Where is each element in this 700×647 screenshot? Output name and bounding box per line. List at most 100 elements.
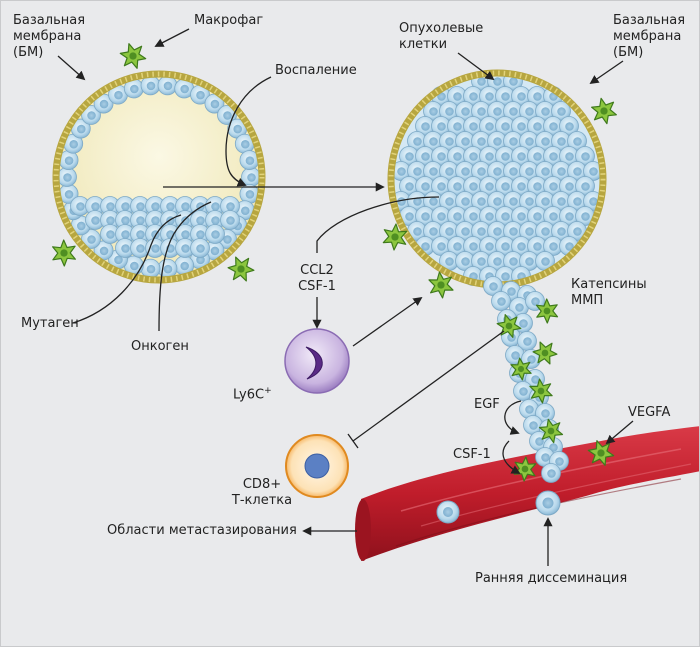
cell-nucleus [511,351,520,360]
cell-nucleus [397,167,406,176]
cell-nucleus [421,242,430,251]
macrophage-nucleus [505,322,513,330]
cell-nucleus [405,152,414,161]
cell-nucleus [76,202,85,211]
cell-nucleus [525,257,534,266]
cell-nucleus [541,409,550,418]
cell-nucleus [493,137,502,146]
cell-nucleus [469,152,478,161]
label-oncogene: Онкоген [131,339,189,354]
cell-nucleus [565,212,574,221]
cell-nucleus [146,264,156,274]
cell-nucleus [151,202,160,211]
cell-nucleus [517,122,526,131]
cell-nucleus [477,137,486,146]
cell-nucleus [121,244,130,253]
cd8-t-cell [285,434,349,498]
circulating-cells [436,490,561,524]
macrophage-nucleus [60,249,68,257]
cell-nucleus [477,107,486,116]
macrophage-nucleus [237,265,245,273]
arrow-oncogene [158,201,212,332]
cell-nucleus [477,167,486,176]
cell-nucleus [533,182,542,191]
macrophage-nucleus [537,387,545,395]
cell-nucleus [509,257,518,266]
cell-nucleus [589,197,598,206]
cell-nucleus [211,216,220,225]
cell-nucleus [573,197,582,206]
cell-nucleus [429,107,438,116]
cell-nucleus [501,92,510,101]
cell-nucleus [87,235,96,244]
label-ccl2-csf1: CCL2 CSF-1 [298,263,336,294]
cell-nucleus [517,242,526,251]
cell-nucleus [519,387,528,396]
cell-nucleus [421,152,430,161]
cell-nucleus [429,227,438,236]
cell-nucleus [453,152,462,161]
cell-nucleus [541,453,550,462]
cell-nucleus [493,227,502,236]
cell-nucleus [453,122,462,131]
cell-nucleus [210,246,220,256]
arrow-mutagen [72,214,182,324]
cell-nucleus [501,152,510,161]
cell-nucleus [547,469,556,478]
arrow-egf [504,400,522,435]
cell-nucleus [166,202,175,211]
cell-nucleus [509,137,518,146]
label-egf: EGF [474,397,500,412]
cell-nucleus [525,167,534,176]
cell-nucleus [99,99,109,109]
label-basal-membrane-right: Базальная мембрана (БМ) [613,13,686,60]
cell-nucleus [573,167,582,176]
cell-nucleus [485,122,494,131]
cell-nucleus [533,242,542,251]
cell-nucleus [557,227,566,236]
cell-nucleus [501,212,510,221]
cell-nucleus [549,152,558,161]
cell-nucleus [445,257,454,266]
cell-nucleus [565,182,574,191]
cell-nucleus [549,242,558,251]
cell-nucleus [245,190,255,199]
macrophage-nucleus [521,465,529,473]
cell-nucleus [413,167,422,176]
cell-nucleus [493,197,502,206]
cell-nucleus [501,272,510,281]
cell-nucleus [565,242,574,251]
cell-nucleus [573,227,582,236]
cell-nucleus [77,221,86,231]
cell-nucleus [453,242,462,251]
cell-nucleus [64,156,74,165]
cell-nucleus [557,137,566,146]
cell-nucleus [461,107,470,116]
cell-nucleus [421,212,430,221]
cell-nucleus [525,405,534,414]
macrophage-nucleus [597,449,605,457]
cell-nucleus [453,182,462,191]
cell-nucleus [64,190,74,199]
cell-nucleus [501,242,510,251]
cell-nucleus [493,257,502,266]
cell-nucleus [529,421,538,430]
cell-nucleus [437,182,446,191]
cell-nucleus [509,227,518,236]
arrow-tumor-cells [457,52,495,81]
arrow-vegfa [605,420,634,445]
cell-nucleus [519,319,528,328]
cell-nucleus [509,77,518,86]
label-metastasis-sites: Области метастазирования [107,523,297,538]
cell-nucleus [241,139,250,149]
label-inflammation: Воспаление [275,63,357,78]
macrophage-nucleus [541,349,549,357]
cell-nucleus [581,152,590,161]
cell-nucleus [429,197,438,206]
cell-nucleus [163,81,173,91]
arrow-bm-left [57,55,86,81]
macrophage-nucleus [543,307,551,315]
cell-nucleus [136,216,145,225]
